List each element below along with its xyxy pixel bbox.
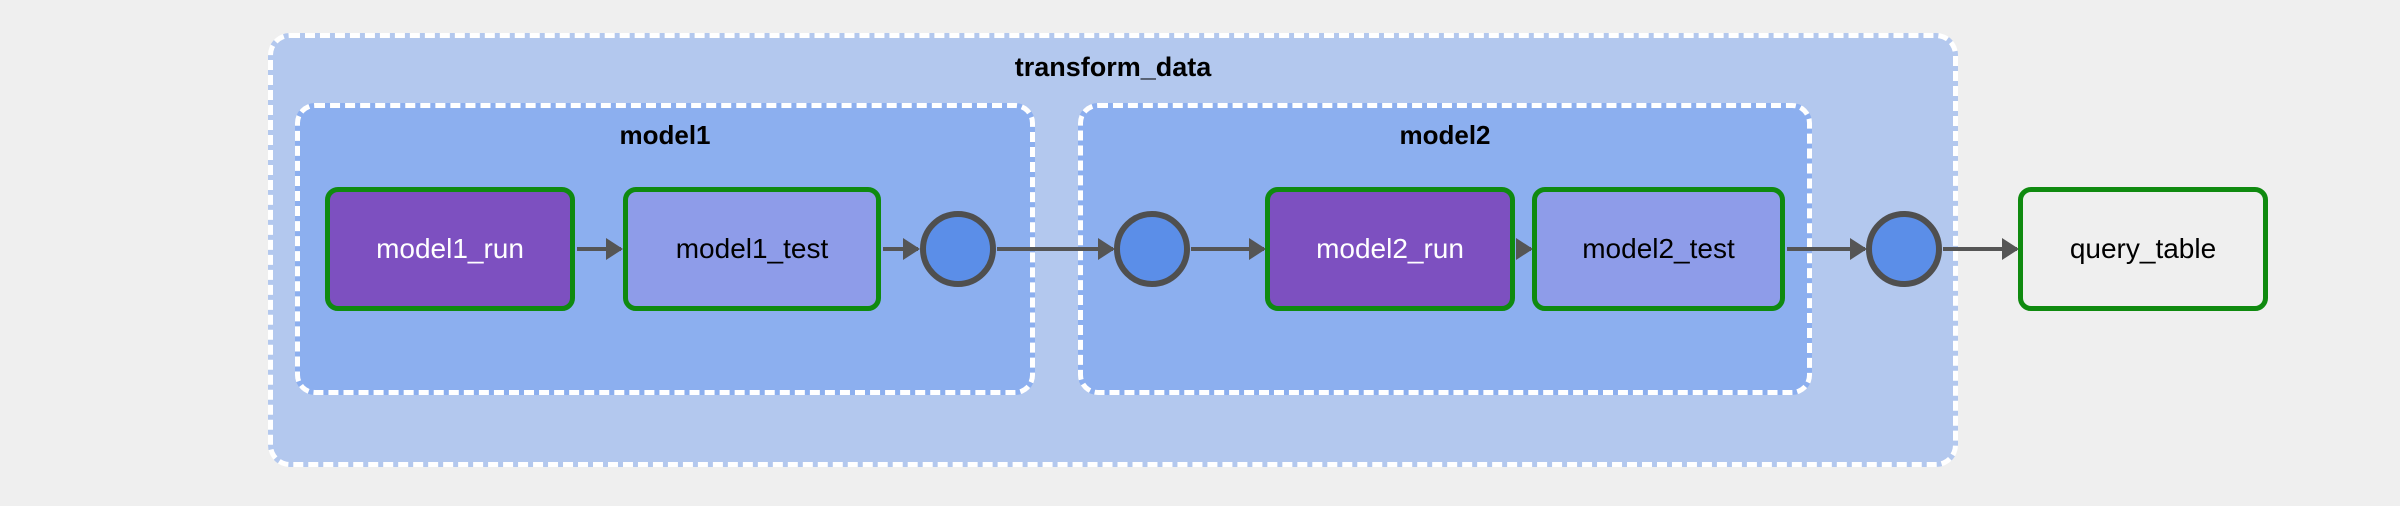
node-model2-run[interactable]: model2_run — [1265, 187, 1515, 311]
edge-model1-run-to-model1-test — [577, 247, 621, 251]
edge-circle3-to-query-table — [1943, 247, 2017, 251]
node-circle-3[interactable] — [1866, 211, 1942, 287]
edge-model2-run-to-model2-test — [1517, 247, 1531, 251]
edge-model2-test-to-circle3 — [1787, 247, 1865, 251]
node-circle-1[interactable] — [920, 211, 996, 287]
node-circle-2[interactable] — [1114, 211, 1190, 287]
edge-model1-test-to-circle1 — [883, 247, 918, 251]
node-query-table[interactable]: query_table — [2018, 187, 2268, 311]
edge-circle1-to-circle2 — [997, 247, 1113, 251]
cluster-model1-label: model1 — [619, 120, 711, 150]
cluster-model2-label: model2 — [1399, 120, 1491, 150]
edge-circle2-to-model2-run — [1191, 247, 1264, 251]
node-model2-test[interactable]: model2_test — [1532, 187, 1785, 311]
node-model1-run[interactable]: model1_run — [325, 187, 575, 311]
node-model1-test[interactable]: model1_test — [623, 187, 881, 311]
cluster-transform-data-label: transform_data — [1014, 52, 1212, 82]
